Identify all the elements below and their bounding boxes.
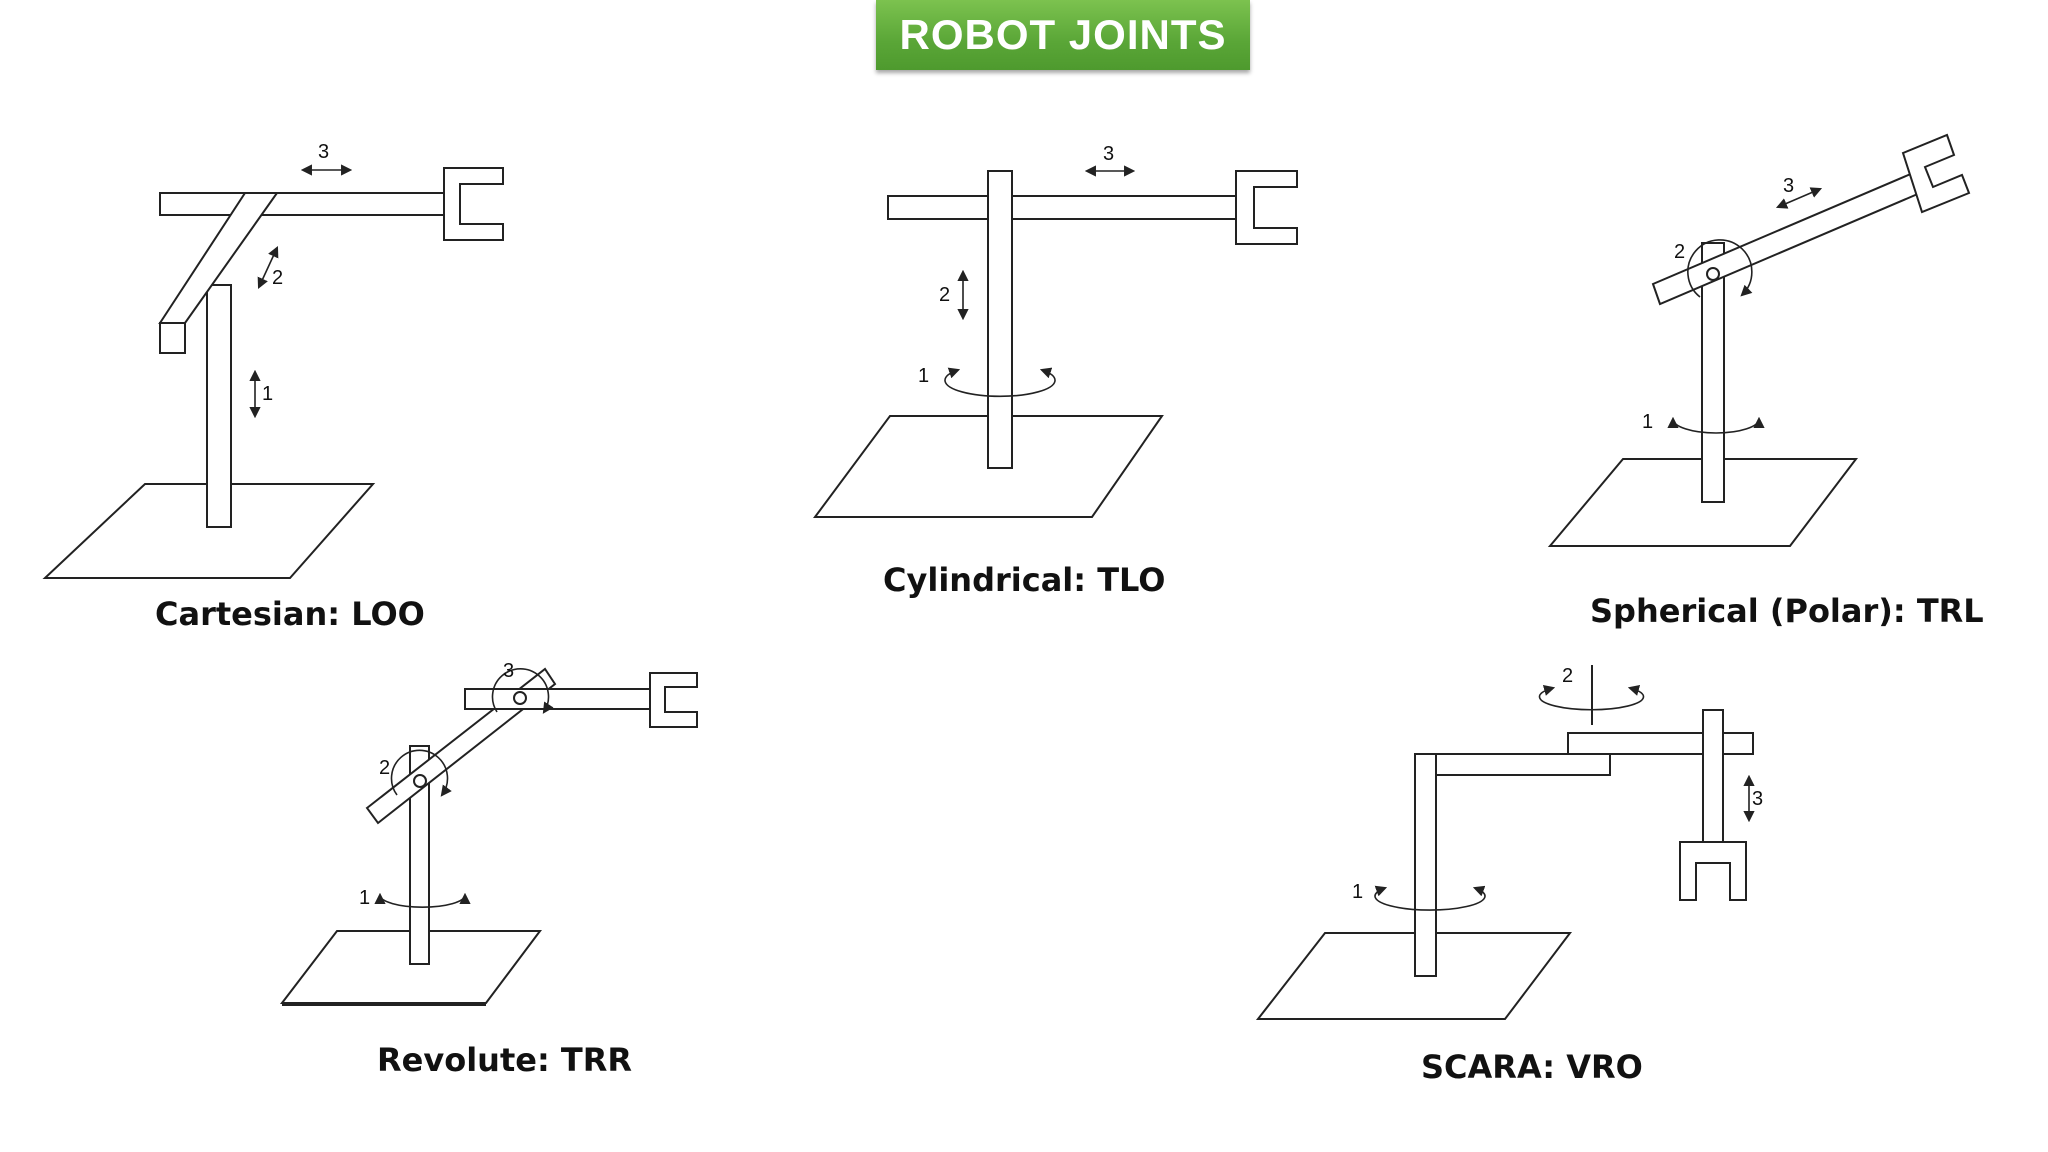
joint-2-rotation xyxy=(390,749,452,797)
scara-gripper xyxy=(1679,841,1747,901)
joint-label: 3 xyxy=(503,660,514,682)
joint-label: 2 xyxy=(379,757,390,779)
joint-label: 1 xyxy=(918,365,929,387)
revolute-caption: Revolute: TRR xyxy=(377,1041,632,1079)
joint-label: 1 xyxy=(262,383,273,405)
scara-column xyxy=(1414,753,1437,977)
title-banner: ROBOT JOINTS xyxy=(876,0,1250,70)
scara-vertical-shaft xyxy=(1702,709,1724,843)
spherical-robot: 1 2 3 Spherical (Polar): TRL xyxy=(1547,133,1984,630)
scara-lower-arm xyxy=(1414,753,1611,776)
joint-1-rotation xyxy=(374,892,471,908)
cylindrical-column xyxy=(987,170,1013,469)
cartesian-column xyxy=(206,284,232,528)
joint-2-rotation xyxy=(1687,239,1753,298)
cartesian-base xyxy=(42,483,376,579)
joint-label: 1 xyxy=(1352,881,1363,903)
joint-1-rotation xyxy=(1667,416,1765,434)
revolute-robot: 1 2 3 Revolute: TRR xyxy=(279,660,698,1079)
scara-robot: 1 2 3 SCARA: VRO xyxy=(1255,665,1763,1086)
spherical-column xyxy=(1701,242,1725,503)
revolute-column xyxy=(409,745,430,965)
spherical-gripper xyxy=(1901,133,1971,214)
joint-2-rotation xyxy=(1538,684,1645,711)
revolute-shoulder-pivot xyxy=(413,774,427,788)
joint-label: 3 xyxy=(1752,788,1763,810)
joint-3-arrow xyxy=(1775,187,1823,209)
joint-label: 2 xyxy=(1674,241,1685,263)
scara-caption: SCARA: VRO xyxy=(1421,1048,1643,1086)
joint-label: 3 xyxy=(318,141,329,163)
joint-label: 1 xyxy=(359,887,370,909)
revolute-elbow-pivot xyxy=(513,691,527,705)
cartesian-gripper xyxy=(443,167,504,241)
joint-1-rotation xyxy=(1374,885,1486,911)
joint-label: 1 xyxy=(1642,411,1653,433)
revolute-gripper xyxy=(649,672,698,728)
joint-2-arrow xyxy=(257,245,279,290)
joint-label: 2 xyxy=(272,267,283,289)
joint-3-rotation xyxy=(491,667,554,714)
spherical-caption: Spherical (Polar): TRL xyxy=(1590,592,1984,630)
joint-label: 3 xyxy=(1103,143,1114,165)
joint-label: 2 xyxy=(1562,665,1573,687)
cartesian-horizontal-arm xyxy=(159,192,446,216)
spherical-pivot xyxy=(1706,267,1720,281)
joint-label: 2 xyxy=(939,284,950,306)
cartesian-caption: Cartesian: LOO xyxy=(155,595,425,633)
joint-1-rotation xyxy=(944,367,1056,398)
scara-upper-arm xyxy=(1567,732,1754,755)
cylindrical-gripper xyxy=(1235,170,1298,245)
cylindrical-caption: Cylindrical: TLO xyxy=(883,561,1165,599)
joint-label: 3 xyxy=(1783,175,1794,197)
cylindrical-robot: 1 2 3 Cylindrical: TLO xyxy=(813,143,1298,599)
cartesian-arm-end xyxy=(159,322,186,354)
cartesian-robot: 1 2 3 Cartesian: LOO xyxy=(42,141,504,633)
cylindrical-horizontal-arm xyxy=(887,195,1237,220)
